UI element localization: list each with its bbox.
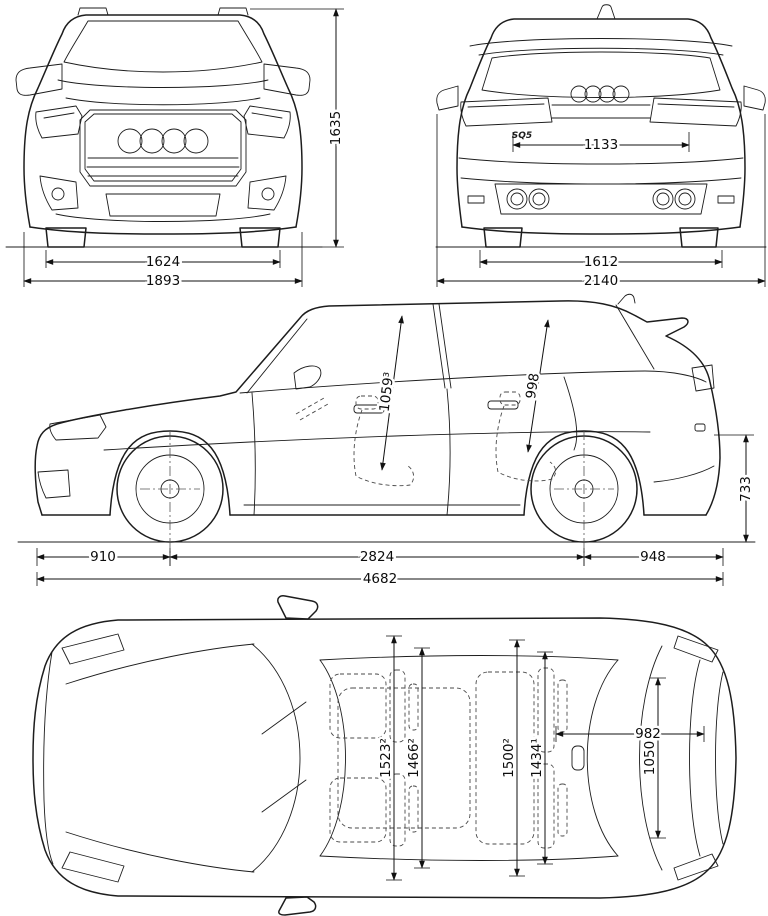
top-view: 1523² 1466² 1500² 1434¹ 1050 982	[32, 595, 737, 916]
side-front-intake	[37, 469, 71, 499]
dim-overall-length: 4682	[363, 571, 397, 587]
front-wheels	[45, 227, 281, 248]
top-sunroof	[337, 687, 471, 829]
rear-body-outline	[456, 18, 746, 228]
front-fog-lights	[39, 175, 287, 211]
front-body-outline	[23, 14, 303, 228]
audi-rings-icon	[117, 128, 209, 154]
side-view: 1059³ 998 910 2824 948 4682 733	[17, 293, 757, 590]
audi-rings-rear-icon	[570, 85, 630, 103]
dim-cargo-length: 982	[635, 726, 661, 742]
front-hood-creases	[57, 79, 269, 106]
front-mirrors	[15, 63, 311, 96]
dim-load-height: 733	[738, 476, 754, 502]
rear-dimension-track: 1612	[479, 250, 723, 273]
front-dimension-width: 1893	[23, 232, 303, 292]
front-view: 1624 1893 1635	[5, 7, 347, 292]
top-headlights	[61, 633, 125, 883]
top-rear-window-edge	[586, 659, 619, 857]
front-grille	[79, 109, 247, 187]
top-dimension-cargo-length: 982	[555, 724, 705, 745]
side-beltline	[239, 370, 707, 394]
side-headlight	[49, 414, 107, 441]
dim-rear-interior-height: 998	[523, 372, 543, 400]
dim-front-overhang: 910	[90, 549, 116, 565]
dim-front-interior-height: 1059³	[377, 371, 398, 412]
rear-dimension-width: 2140	[436, 114, 766, 292]
top-wipers	[261, 701, 307, 813]
top-mirrors	[277, 595, 319, 916]
dim-rear-overhang: 948	[640, 549, 666, 565]
side-b-pillar	[432, 303, 452, 389]
rear-taillights	[460, 97, 742, 127]
front-bumper-lip	[55, 213, 271, 222]
rear-exhaust-pipes	[506, 188, 696, 210]
side-rear-badge	[694, 423, 706, 432]
side-rear-bumper-crease	[653, 465, 715, 483]
side-interior-seats	[295, 391, 557, 487]
front-bumper-bottom	[29, 226, 297, 235]
top-roof-front-edge	[319, 659, 346, 857]
top-roof-edges	[319, 655, 619, 861]
dim-front-interior-width-b: 1466²	[406, 738, 422, 778]
dim-front-overall-height: 1635	[328, 111, 344, 145]
dim-wheelbase: 2824	[360, 549, 394, 565]
top-dimension-rear-width-a: 1500²	[499, 639, 525, 877]
rear-antenna-fin	[596, 4, 616, 20]
front-headlights	[35, 105, 291, 139]
wheel-center-lines	[140, 430, 614, 568]
rear-mirrors	[436, 85, 766, 111]
top-dimension-front-width-b: 1466²	[404, 647, 430, 869]
dim-front-track-width: 1624	[146, 254, 180, 270]
sq5-badge: SQ5	[512, 131, 532, 141]
front-dimension-height: 1635	[250, 8, 347, 248]
rear-diffuser	[494, 183, 708, 215]
side-d-pillar	[615, 304, 655, 370]
top-tailgate-lines	[689, 659, 724, 857]
front-dimension-track: 1624	[45, 250, 281, 273]
dim-front-interior-width-a: 1523²	[378, 738, 394, 778]
side-character-line	[103, 431, 651, 451]
top-spoiler-edge	[639, 645, 663, 871]
rear-reflectors	[467, 195, 735, 204]
top-hood-creases	[65, 643, 255, 873]
rear-bumper-creases	[458, 157, 744, 185]
top-dimension-front-width-a: 1523²	[376, 635, 402, 881]
side-roof-antenna	[617, 293, 636, 305]
side-dimension-front-headroom: 1059³	[374, 315, 404, 471]
rear-spoiler	[469, 38, 733, 56]
front-windshield	[63, 20, 263, 73]
side-door-seams	[251, 376, 578, 516]
front-air-intake	[105, 193, 221, 217]
dim-cargo-width: 1050	[642, 741, 658, 775]
dim-front-overall-width: 1893	[146, 273, 180, 289]
top-front-bumper-line	[43, 651, 54, 865]
dim-rear-interior-width-a: 1500²	[501, 738, 517, 778]
dim-rear-overall-width: 2140	[584, 273, 618, 289]
dim-rear-track-width: 1612	[584, 254, 618, 270]
rear-dimension-inner-width: 1133	[512, 132, 690, 156]
side-dimension-load-height: 733	[714, 434, 757, 543]
side-windshield-line	[246, 318, 308, 394]
rear-window	[481, 51, 721, 98]
side-taillight	[691, 364, 715, 392]
front-roof-rails	[77, 7, 249, 16]
side-body-outline	[34, 300, 721, 516]
top-body-outline	[32, 617, 737, 899]
top-taillights	[673, 635, 719, 881]
top-dimension-rear-width-b: 1434¹	[527, 651, 553, 865]
rear-wheels	[483, 227, 719, 248]
rear-bumper-bottom	[461, 226, 741, 235]
dim-rear-interior-width-b: 1434¹	[529, 738, 545, 778]
dim-rear-inner-width: 1133	[584, 137, 618, 153]
top-antenna-fin	[571, 745, 585, 771]
side-wheel-arches	[109, 430, 645, 516]
side-dimension-lengths: 910 2824 948 4682	[36, 547, 724, 590]
rear-view: SQ5 1133 1612	[435, 4, 767, 292]
side-mirror	[293, 365, 322, 390]
top-windshield-cowl	[251, 643, 301, 873]
top-dimension-cargo-width: 1050	[640, 677, 666, 839]
